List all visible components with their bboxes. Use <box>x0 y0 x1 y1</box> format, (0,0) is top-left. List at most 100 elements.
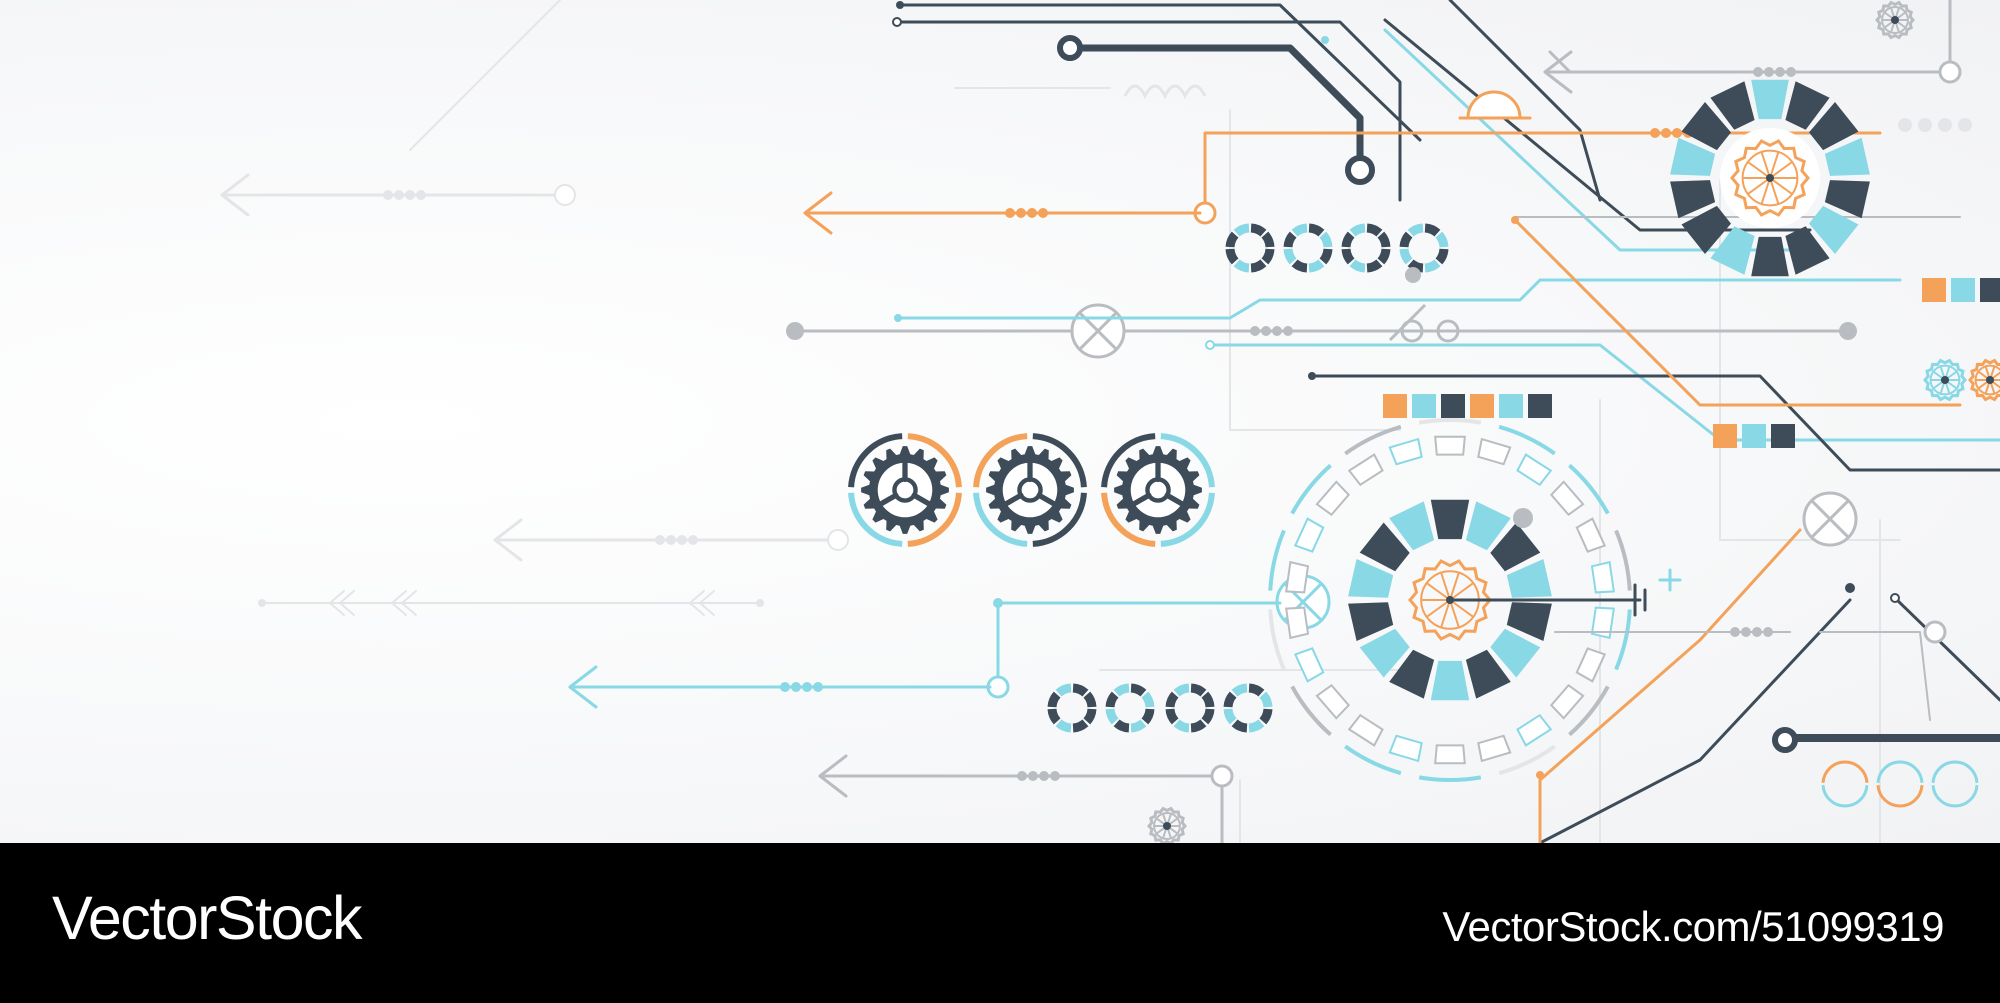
gear-icon <box>1147 806 1187 843</box>
node-dot <box>993 598 1003 608</box>
gear-badge <box>973 433 1087 547</box>
arrow-head <box>818 754 848 798</box>
node-dot <box>1321 36 1329 44</box>
ring-segment <box>1101 433 1156 488</box>
gear-spoke <box>911 492 933 507</box>
color-square-icon <box>1742 424 1766 448</box>
ring-segment <box>1295 518 1324 552</box>
ring-segment <box>1141 691 1155 708</box>
dial-tick <box>1293 647 1325 683</box>
node-dot <box>756 599 764 607</box>
ring-segment <box>1931 760 1979 783</box>
color-squares <box>1383 394 1552 418</box>
ring-segment <box>1223 708 1237 725</box>
ring-block <box>1359 628 1410 678</box>
gear-center <box>1163 822 1171 830</box>
ring-segment <box>1083 691 1097 708</box>
ring-segment <box>1407 223 1424 237</box>
arrow-head <box>493 518 523 562</box>
ring-block <box>1389 649 1435 699</box>
gear-center <box>1986 376 1994 384</box>
ring-block <box>1785 81 1830 130</box>
ring-segment <box>1283 248 1297 265</box>
circuit-background-artwork <box>0 0 2000 843</box>
terminal-ring <box>1772 727 1798 753</box>
node-dot <box>688 535 698 545</box>
ring-block <box>1751 79 1789 120</box>
ring-block <box>1751 236 1789 277</box>
circuit-trace <box>1286 44 1364 172</box>
node-dot <box>791 682 801 692</box>
dial-tick <box>1315 683 1351 720</box>
ring-segment <box>1268 529 1286 591</box>
coil-icon <box>1123 84 1207 100</box>
ring-segment <box>1424 259 1441 273</box>
ring-segment <box>1105 708 1119 725</box>
ring-segment <box>1344 744 1402 776</box>
ring-segment <box>1341 248 1355 265</box>
segmented-ring-icon <box>973 433 1087 547</box>
terminal-ring <box>1938 60 1962 84</box>
circuit-trace <box>898 3 1422 142</box>
ring-segment <box>1032 492 1087 547</box>
arrow-head <box>568 665 598 709</box>
node-dot <box>802 682 812 692</box>
node-dot <box>1650 128 1660 138</box>
node-dot <box>1661 128 1671 138</box>
gear-spoke <box>1769 177 1794 196</box>
ring-segment <box>907 433 962 488</box>
ring-segment <box>1055 683 1072 697</box>
gear-hole <box>1002 462 1058 518</box>
ring-segment <box>1389 439 1422 465</box>
gear-spoke <box>1440 599 1451 629</box>
gear-spoke <box>1760 150 1771 179</box>
ring-block <box>1670 137 1716 176</box>
gear-icon <box>1875 0 1915 40</box>
ring-segment <box>1389 735 1422 761</box>
ring-segment <box>1190 683 1207 697</box>
color-square-icon <box>1951 278 1975 302</box>
ring-segment <box>1876 785 1924 808</box>
ring-segment <box>1407 259 1424 273</box>
gear-spoke <box>1769 150 1780 179</box>
image-url: VectorStock.com/51099319 <box>1442 903 1944 950</box>
ring-segment <box>1319 248 1333 265</box>
gear-outline <box>1730 139 1810 217</box>
chevron-icon <box>401 590 417 616</box>
ring-block <box>1809 205 1859 254</box>
color-square-icon <box>1441 394 1465 418</box>
gear-spoke <box>1425 599 1451 618</box>
circuit-trace <box>1383 18 1812 232</box>
node-dot <box>1672 128 1682 138</box>
gear-center <box>1766 174 1774 182</box>
color-square-icon <box>1528 394 1552 418</box>
ring-block <box>1710 226 1755 275</box>
ring-block <box>1465 649 1511 699</box>
ring-block <box>1348 602 1394 641</box>
ring-segment <box>1201 708 1215 725</box>
color-square-icon <box>1499 394 1523 418</box>
ring-segment <box>1201 691 1215 708</box>
gear-spoke <box>1002 492 1024 507</box>
ring-segment <box>1250 259 1267 273</box>
ring-segment <box>1259 691 1273 708</box>
terminal-ring <box>892 17 902 27</box>
gear-icon <box>1408 559 1492 641</box>
ring-segment <box>1344 424 1402 456</box>
ring-segment <box>1083 708 1097 725</box>
node-dot <box>1898 118 1912 132</box>
ring-segment <box>1435 436 1465 455</box>
ring-segment <box>1268 609 1286 671</box>
ring-segment <box>1377 231 1391 248</box>
ring-segment <box>1250 223 1267 237</box>
ring-segment <box>1366 223 1383 237</box>
watermark-bar: VectorStock VectorStock.com/51099319 <box>0 843 2000 1003</box>
gear-spoke <box>1164 492 1186 507</box>
segmented-rings-bottom <box>1047 683 1273 733</box>
ring-segment <box>1290 685 1332 737</box>
crossed-circle-icon <box>1802 491 1858 547</box>
dial-tick <box>1516 713 1553 747</box>
gear-spoke <box>1746 160 1771 179</box>
gear-icon <box>986 446 1074 534</box>
dial-tick <box>1549 480 1585 517</box>
